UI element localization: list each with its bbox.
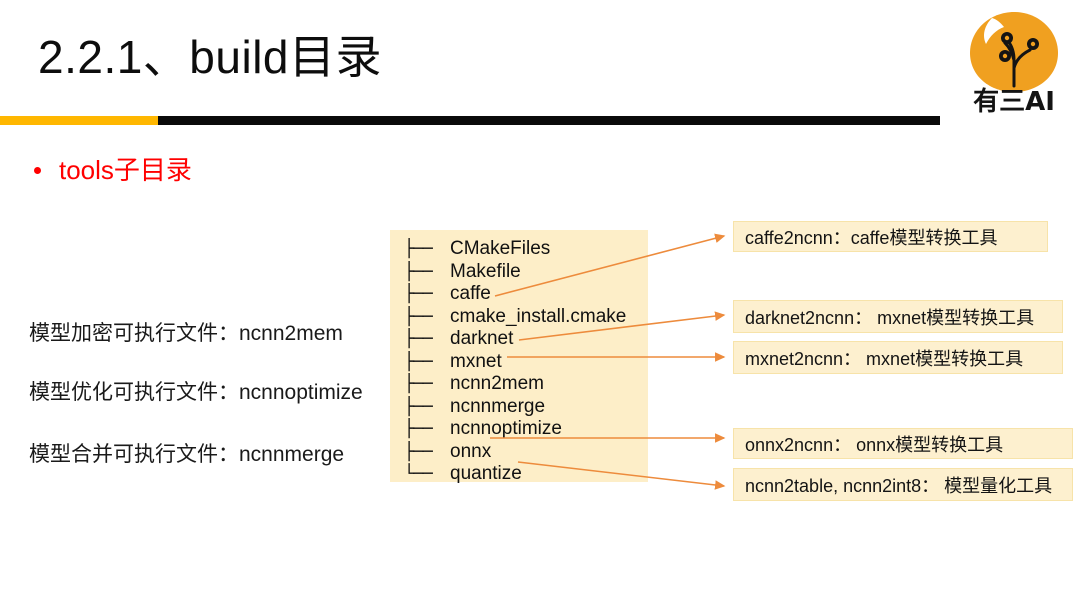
brand-logo: 有三AI [962, 8, 1066, 114]
tree-branch-icon: ├── [404, 284, 433, 304]
tree-row: ├── ncnnoptimize [404, 418, 648, 441]
left-note-1: 模型优化可执行文件：ncnnoptimize [29, 381, 363, 404]
tree-branch-icon: ├── [404, 441, 433, 462]
divider-yellow-segment [0, 116, 158, 125]
tree-row: └── quantize [404, 463, 648, 486]
tree-branch-icon: ├── [404, 329, 433, 349]
tree-entry-label: Makefile [450, 260, 521, 282]
tree-entry-label: ncnn2mem [450, 373, 544, 394]
section-bullet: tools子目录 [34, 153, 192, 187]
callout-mxnet2ncnn: mxnet2ncnn： mxnet模型转换工具 [733, 341, 1063, 374]
tree-row: ├── cmake_install.cmake [404, 306, 648, 329]
tree-branch-icon: ├── [404, 396, 433, 417]
left-note-0: 模型加密可执行文件：ncnn2mem [29, 322, 343, 345]
tree-entry-label: ncnnoptimize [450, 418, 562, 439]
tree-row: ├── darknet [404, 328, 648, 351]
tree-branch-icon: └── [404, 464, 433, 484]
directory-tree-panel: ├── CMakeFiles ├── Makefile ├── caffe ├── cm… [390, 230, 648, 484]
tree-entry-label: mxnet [450, 350, 502, 372]
logo-wordmark: 有三AI [973, 87, 1055, 114]
tree-entry-label: ncnnmerge [450, 395, 546, 417]
title-divider [0, 116, 940, 125]
tree-branch-icon: ├── [404, 374, 433, 394]
tree-row: ├── Makefile [404, 261, 648, 284]
tree-entry-label: cmake_install.cmake [450, 305, 627, 327]
tree-row: ├── mxnet [404, 351, 648, 374]
callout-caffe2ncnn: caffe2ncnn：caffe模型转换工具 [733, 221, 1048, 252]
callout-onnx2ncnn: onnx2ncnn： onnx模型转换工具 [733, 428, 1073, 459]
page-title: 2.2.1、build目录 [38, 31, 382, 83]
divider-black-segment [158, 116, 940, 125]
tree-entry-label: CMakeFiles [450, 238, 551, 259]
tree-entry-label: caffe [450, 283, 491, 304]
tree-branch-icon: ├── [404, 419, 433, 439]
tree-branch-icon: ├── [404, 261, 433, 282]
tree-branch-icon: ├── [404, 351, 433, 372]
tree-entry-label: onnx [450, 440, 492, 462]
bullet-dot-icon [34, 166, 41, 174]
callout-darknet2ncnn: darknet2ncnn： mxnet模型转换工具 [733, 300, 1063, 333]
tree-row: ├── caffe [404, 283, 648, 306]
logo-nodes-inner [1002, 35, 1036, 59]
tree-row: ├── ncnnmerge [404, 396, 648, 419]
tree-entry-label: darknet [450, 328, 514, 349]
tree-branch-icon: ├── [404, 306, 433, 327]
tree-row: ├── ncnn2mem [404, 373, 648, 396]
tree-entry-label: quantize [450, 463, 522, 484]
callout-ncnn2table: ncnn2table, ncnn2int8： 模型量化工具 [733, 468, 1073, 501]
tree-branch-icon: ├── [404, 239, 433, 259]
tree-row: ├── CMakeFiles [404, 238, 648, 261]
tree-row: ├── onnx [404, 441, 648, 464]
left-note-2: 模型合并可执行文件：ncnnmerge [29, 443, 345, 466]
section-bullet-label: tools子目录 [59, 155, 192, 185]
